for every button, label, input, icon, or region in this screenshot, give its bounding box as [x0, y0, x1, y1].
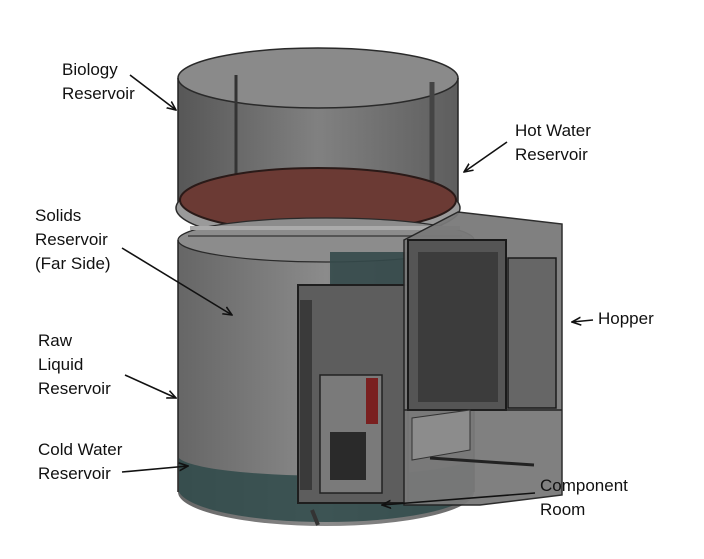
hopper-shape — [403, 211, 563, 506]
label-cold-water-reservoir: Cold Water Reservoir — [38, 440, 123, 483]
arrow-hopper — [572, 320, 594, 322]
label-component-room: Component Room — [540, 476, 628, 519]
label-biology-reservoir: Biology Reservoir — [62, 60, 135, 103]
arrow-component-room — [382, 492, 536, 505]
arrow-hot-water — [464, 141, 508, 172]
arrow-solids — [121, 247, 232, 315]
label-hopper: Hopper — [598, 309, 654, 328]
leader-arrows — [121, 74, 594, 505]
label-raw-liquid-reservoir: Raw Liquid Reservoir — [38, 331, 111, 398]
arrow-raw-liquid — [124, 374, 176, 398]
component-room-shape — [297, 284, 409, 526]
label-hot-water-reservoir: Hot Water Reservoir — [515, 121, 591, 164]
arrow-cold-water — [121, 466, 188, 473]
arrow-biology — [129, 74, 176, 110]
label-solids-reservoir: Solids Reservoir (Far Side) — [35, 206, 111, 273]
